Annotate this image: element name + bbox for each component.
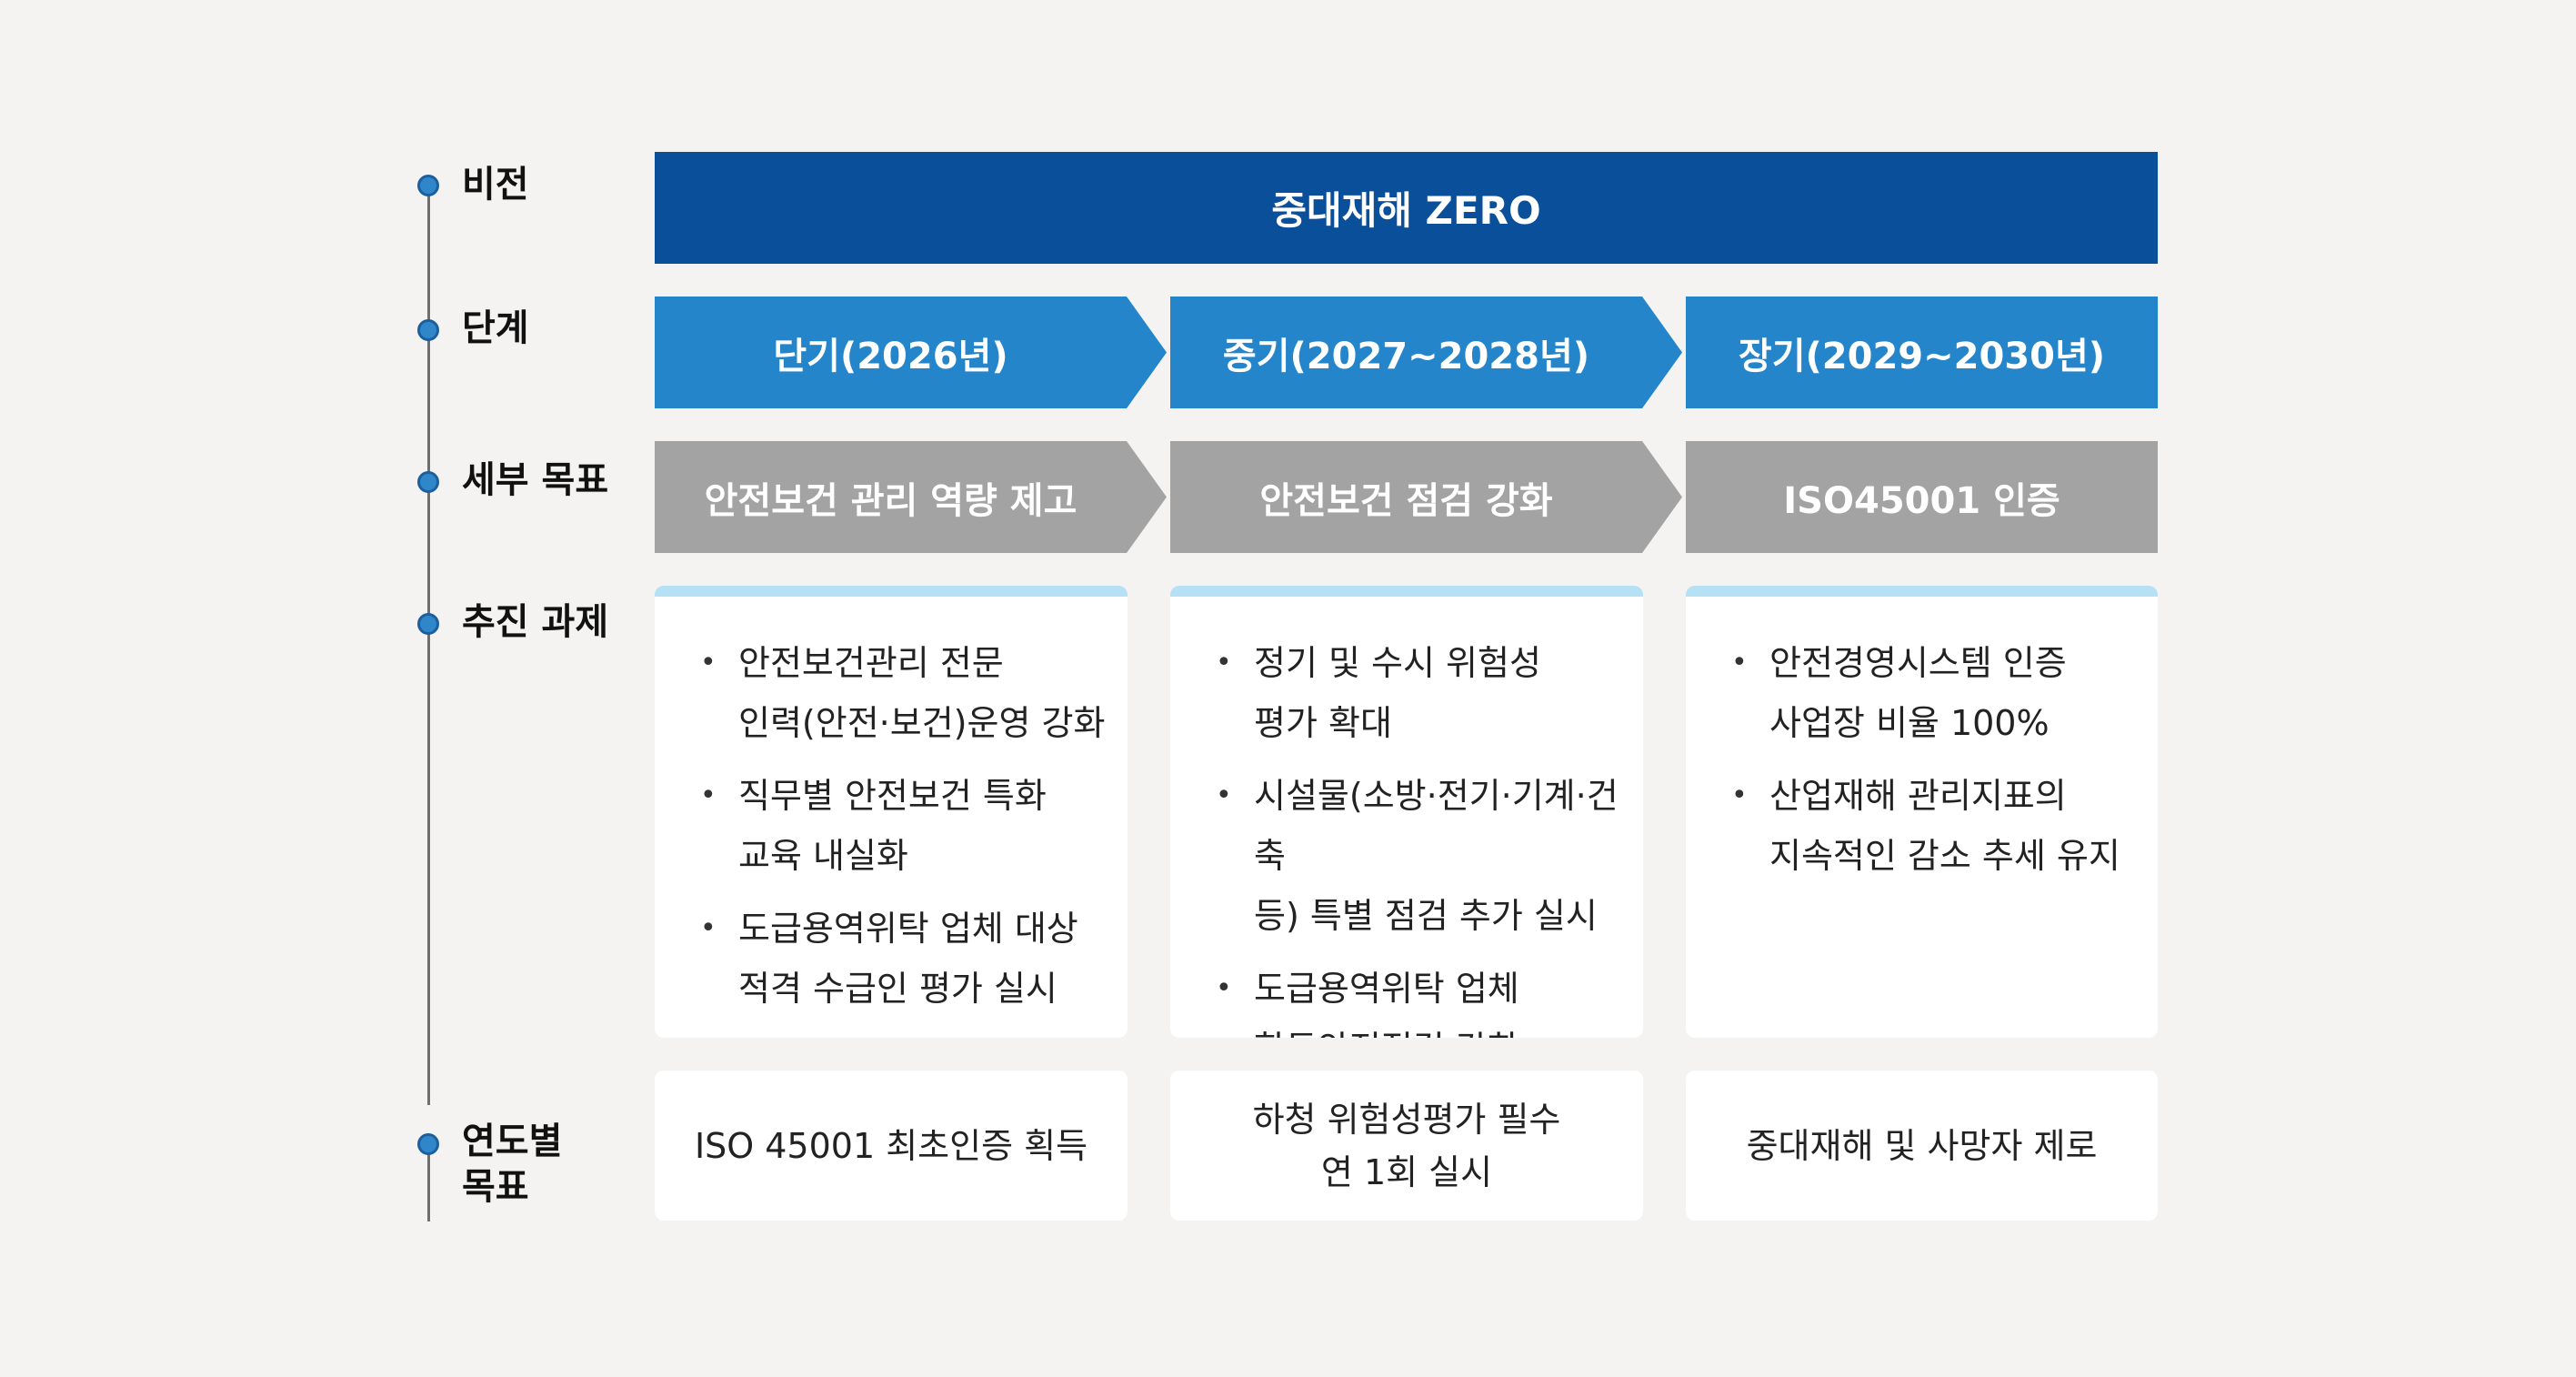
stage-long-term: 장기(2029~2030년) [1686,297,2158,408]
tasks-label: 추진 과제 [462,601,609,643]
yearly-goal-dot [417,1133,439,1155]
yearly-goal-text: 중대재해 및 사망자 제로 [1746,1125,2098,1166]
task-list: • 안전경영시스템 인증 사업장 비율 100% • 산업재해 관리지표의 지속… [1686,597,2158,886]
yearly-goal-text: 연 1회 실시 [1320,1151,1493,1192]
task-item: • 직무별 안전보건 특화 교육 내실화 [700,766,1128,886]
task-card-short-term: • 안전보건관리 전문 인력(안전·보건)운영 강화 • 직무별 안전보건 특화… [655,586,1128,1038]
timeline-line [427,186,430,1105]
bullet-icon: • [700,647,717,678]
task-line: 등) 특별 점검 추가 실시 [1254,896,1598,936]
task-item: • 도급용역위탁 업체 대상 적격 수급인 평가 실시 [700,899,1128,1019]
task-line: 지속적인 감소 추세 유지 [1769,836,2120,876]
task-item: • 안전경영시스템 인증 사업장 비율 100% [1731,633,2158,753]
task-list: • 정기 및 수시 위험성 평가 확대 • 시설물(소방·전기·기계·건축 등)… [1170,597,1643,1038]
task-line: 안전경영시스템 인증 [1769,643,2067,683]
vision-dot [417,175,439,196]
yearly-goal-mid-term: 하청 위험성평가 필수 연 1회 실시 [1170,1070,1643,1221]
task-line: 도급용역위탁 업체 [1254,969,1519,1009]
task-line: 사업장 비율 100% [1769,703,2050,743]
bullet-icon: • [700,912,717,944]
bullet-icon: • [700,779,717,811]
yearly-goal-long-term: 중대재해 및 사망자 제로 [1686,1070,2158,1221]
task-line: 시설물(소방·전기·기계·건축 [1254,776,1619,876]
vision-banner: 중대재해 ZERO [655,152,2158,264]
timeline-line-bottom [427,1144,430,1221]
task-card-mid-term: • 정기 및 수시 위험성 평가 확대 • 시설물(소방·전기·기계·건축 등)… [1170,586,1643,1038]
stage-label: 단계 [462,307,529,349]
task-item: • 시설물(소방·전기·기계·건축 등) 특별 점검 추가 실시 [1216,766,1643,946]
stage-mid-term: 중기(2027~2028년) [1170,297,1682,408]
detail-goal-dot [417,471,439,493]
yearly-goal-label: 연도별 목표 [462,1119,562,1210]
stage-short-term: 단기(2026년) [655,297,1167,408]
task-line: 직무별 안전보건 특화 [738,776,1047,816]
detail-goal-3: ISO45001 인증 [1686,441,2158,553]
task-line: 합동안전점검 강화 [1254,1019,1643,1038]
bullet-icon: • [1216,647,1232,678]
task-line: 도급용역위탁 업체 대상 [738,909,1078,949]
yearly-goal-short-term: ISO 45001 최초인증 획득 [655,1070,1128,1221]
card-accent-bar [655,586,1128,597]
bullet-icon: • [1731,779,1748,811]
task-line: 평가 확대 [1254,703,1392,743]
yearly-goal-text: 하청 위험성평가 필수 [1252,1099,1561,1140]
detail-goal-2: 안전보건 점검 강화 [1170,441,1682,553]
stage-dot [417,319,439,341]
task-item: • 산업재해 관리지표의 지속적인 감소 추세 유지 [1731,766,2158,886]
detail-goal-1: 안전보건 관리 역량 제고 [655,441,1167,553]
task-item: • 안전보건관리 전문 인력(안전·보건)운영 강화 [700,633,1128,753]
task-card-long-term: • 안전경영시스템 인증 사업장 비율 100% • 산업재해 관리지표의 지속… [1686,586,2158,1038]
detail-goal-label: 세부 목표 [462,459,609,501]
bullet-icon: • [1216,972,1232,1004]
task-item: • 도급용역위탁 업체 합동안전점검 강화 [1216,959,1643,1038]
card-accent-bar [1686,586,2158,597]
card-accent-bar [1170,586,1643,597]
task-line: 안전보건관리 전문 [738,643,1004,683]
yearly-goal-label-line1: 연도별 [462,1121,563,1162]
bullet-icon: • [1216,779,1232,811]
yearly-goal-label-line2: 목표 [462,1166,529,1208]
task-line: 정기 및 수시 위험성 [1254,643,1541,683]
task-list: • 안전보건관리 전문 인력(안전·보건)운영 강화 • 직무별 안전보건 특화… [655,597,1128,1019]
tasks-dot [417,613,439,635]
yearly-goal-text: ISO 45001 최초인증 획득 [694,1125,1088,1166]
task-line: 교육 내실화 [738,836,908,876]
task-line: 인력(안전·보건)운영 강화 [738,703,1106,743]
bullet-icon: • [1731,647,1748,678]
task-line: 산업재해 관리지표의 [1769,776,2067,816]
task-item: • 정기 및 수시 위험성 평가 확대 [1216,633,1643,753]
vision-label: 비전 [462,164,529,206]
task-line: 적격 수급인 평가 실시 [738,969,1057,1009]
